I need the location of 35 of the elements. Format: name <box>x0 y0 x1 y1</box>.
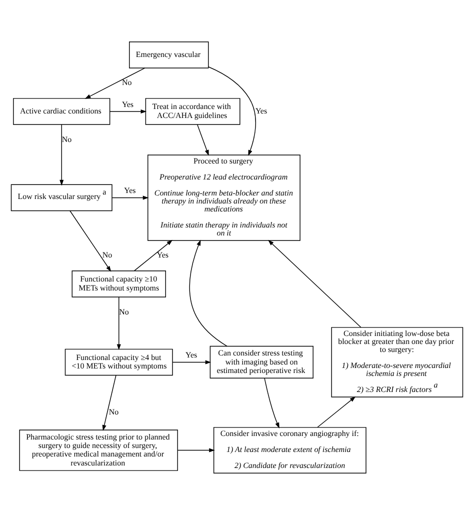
arrow <box>70 210 112 272</box>
arrow <box>172 360 212 364</box>
edge-label: No <box>108 407 119 416</box>
arrow <box>268 240 362 328</box>
arrow <box>112 196 149 200</box>
arrow <box>110 109 147 114</box>
arrow <box>177 448 215 452</box>
arrow <box>317 396 356 428</box>
arrow <box>208 66 256 156</box>
edge-label: Yes <box>186 350 198 360</box>
node-box: Treat in accordance with ACC/AHA guidelines <box>145 98 240 125</box>
node-box: Pharmacologic stress testing prior to planned surgery to guide necessity of surgery, preoperative medical management and/or revascularization <box>19 430 178 471</box>
node-box: Proceed to surgery Preoperative 12 lead electrocardiogram Continue long-term beta-blocker and statin therapy in individuals already on these medications Initiate statin therapy in individuals not on it <box>148 154 300 241</box>
edge-label: No <box>122 78 132 88</box>
node-box: Can consider stress testing with imaging based on estimated perioperative risk <box>210 346 314 379</box>
arrow <box>189 240 228 347</box>
arrow <box>116 296 121 350</box>
node-box: Consider invasive coronary angiography if: 1) At least moderate extent of ischemia 2) Candidate for revascularization <box>213 427 366 474</box>
edge-label: Yes <box>255 106 268 116</box>
arrow <box>264 378 280 428</box>
node-box: Active cardiac conditions <box>13 98 110 125</box>
node-box: Functional capacity ≥4 but <10 METs without symptoms <box>64 348 173 376</box>
edge-label: Yes <box>156 250 169 260</box>
edge-label: No <box>62 134 72 144</box>
node-box: Emergency vascular <box>129 42 209 68</box>
edge-label: Yes <box>122 100 134 109</box>
arrow <box>84 68 146 99</box>
edge-label: No <box>102 250 112 260</box>
arrow <box>60 124 64 186</box>
arrow <box>102 374 116 431</box>
arrow <box>196 124 209 156</box>
edge-label: No <box>119 307 129 316</box>
node-box: Functional capacity ≥10 METs without symptoms <box>72 270 166 298</box>
arrow <box>134 240 173 272</box>
edge-label: Yes <box>124 186 136 196</box>
